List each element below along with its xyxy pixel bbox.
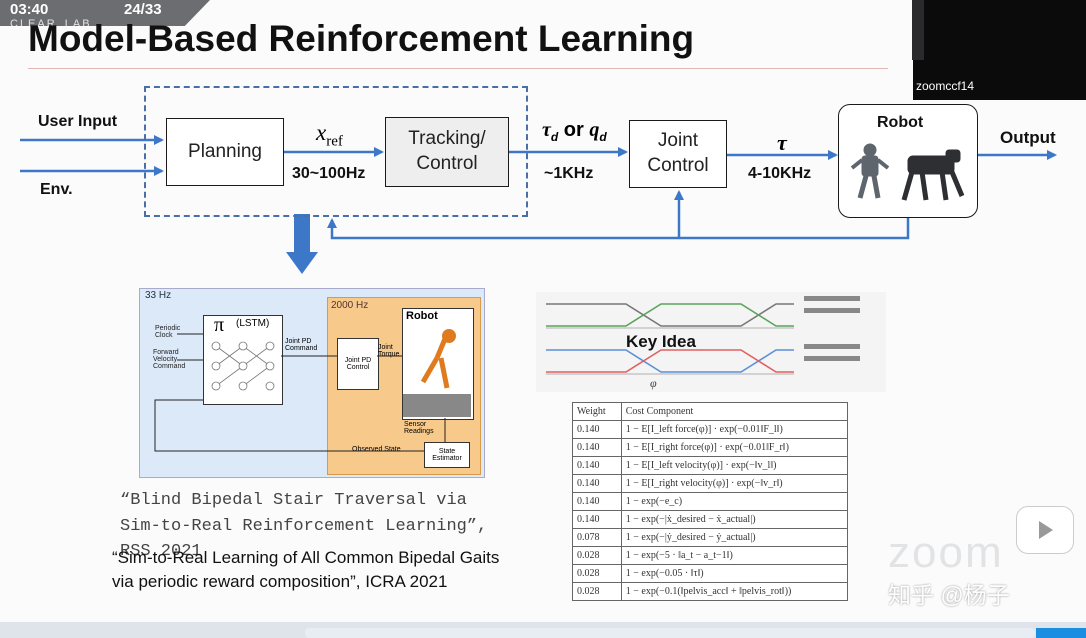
- zhihu-watermark: 知乎 @杨子: [888, 582, 1010, 608]
- title-divider: [28, 68, 888, 69]
- joint-torque-label: Joint Torque: [378, 344, 400, 358]
- video-thumbnail[interactable]: [913, 0, 1086, 100]
- lab-watermark: CLEAR_LAB: [10, 18, 92, 30]
- table-header-cost: Cost Component: [620, 402, 849, 421]
- env-label: Env.: [40, 181, 73, 198]
- time-readout: 03:40: [10, 1, 49, 18]
- user-input-label: User Input: [38, 113, 118, 130]
- planning-block: Planning: [166, 118, 284, 186]
- play-button[interactable]: [1016, 506, 1074, 554]
- output-label: Output: [1000, 128, 1056, 147]
- cassie-robot-icon: [403, 329, 471, 417]
- robot-label: Robot: [877, 114, 924, 131]
- status-bar: [0, 0, 210, 26]
- rate-4-10khz: 4-10KHz: [748, 165, 812, 182]
- key-idea-label: Key Idea: [626, 332, 696, 351]
- participant-name: zoomccf14: [916, 79, 975, 93]
- camera-icon: [912, 0, 924, 60]
- joint-control-label: Joint Control: [647, 130, 709, 176]
- rate-33hz: 33 Hz: [145, 290, 172, 301]
- planning-tracking-group: [144, 86, 528, 217]
- citation-rss-2021: “Blind Bipedal Stair Traversal via Sim-t…: [120, 491, 488, 561]
- joint-pd-command-label: Joint PD Command: [285, 338, 318, 352]
- phi-label: φ: [650, 376, 657, 390]
- bottom-bar: [305, 628, 1035, 638]
- tau-label: τ: [777, 130, 787, 155]
- rate-30-100hz: 30~100Hz: [292, 165, 366, 182]
- zoom-watermark: zoom: [888, 528, 1004, 577]
- citation-icra-2021: “Sim-to-Real Learning of All Common Bipe…: [112, 548, 500, 591]
- neural-network-icon: [211, 341, 275, 391]
- bottom-accent: [1036, 628, 1086, 638]
- table-header-weight: Weight: [572, 402, 622, 421]
- humanoid-robot-icon: [850, 143, 890, 199]
- joint-control-block: Joint Control: [629, 120, 727, 188]
- tau-q-label: τd or qd: [542, 119, 607, 144]
- rate-1khz: ~1KHz: [544, 165, 594, 182]
- planning-label: Planning: [188, 140, 262, 162]
- state-estimator-box: State Estimator: [424, 442, 470, 468]
- lstm-figure-arrows: [154, 333, 446, 452]
- feedback-arrow: [327, 217, 910, 240]
- quadruped-robot-icon: [901, 149, 965, 201]
- joint-pd-control-box: Joint PD Control: [337, 338, 379, 390]
- pi-symbol: π: [214, 314, 225, 336]
- lstm-robot-label: Robot: [406, 310, 438, 322]
- play-icon: [1039, 521, 1053, 539]
- observed-state-label: Observed State: [352, 446, 401, 453]
- big-down-arrow-head: [286, 252, 318, 274]
- tracking-control-label: Tracking/ Control: [408, 128, 486, 174]
- robot-images: [850, 143, 965, 201]
- sensor-readings-label: Sensor Readings: [404, 421, 434, 435]
- page-counter: 24/33: [124, 1, 162, 18]
- lstm-label: (LSTM): [236, 318, 270, 329]
- slide-title: Model-Based Reinforcement Learning: [28, 18, 695, 59]
- phase-plot: [546, 296, 860, 375]
- rate-2000hz: 2000 Hz: [331, 300, 369, 311]
- x-ref-label: xref: [316, 120, 343, 150]
- periodic-clock-label: Periodic Clock: [155, 325, 181, 339]
- tracking-control-block: Tracking/ Control: [385, 117, 509, 187]
- forward-velocity-label: Forward Velocity Command: [153, 349, 186, 370]
- big-down-arrow-shaft: [294, 214, 310, 256]
